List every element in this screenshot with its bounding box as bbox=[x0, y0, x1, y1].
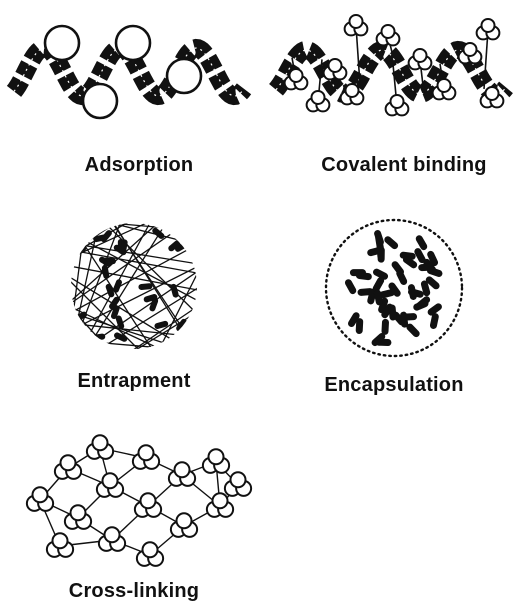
enzyme-subunit bbox=[329, 59, 342, 72]
enzyme-subunit bbox=[143, 542, 158, 557]
enzyme-subunit bbox=[71, 505, 86, 520]
enzyme-subunit bbox=[105, 527, 120, 542]
enzyme-subunit bbox=[482, 19, 495, 32]
enzyme-subunit bbox=[177, 513, 192, 528]
cross-linked-enzyme bbox=[207, 493, 233, 517]
encapsulated-enzyme bbox=[356, 318, 364, 334]
enzyme-subunit bbox=[464, 43, 477, 56]
encapsulation-label: Encapsulation bbox=[324, 374, 463, 397]
enzyme-subunit bbox=[209, 449, 224, 464]
adsorbed-enzyme bbox=[116, 26, 150, 60]
polymer-fiber bbox=[100, 201, 196, 353]
entrapped-enzyme bbox=[90, 341, 105, 351]
encapsulated-enzyme bbox=[381, 319, 389, 335]
bound-enzyme bbox=[477, 19, 500, 39]
cross-linked-enzyme bbox=[27, 487, 53, 511]
entrapment-label: Entrapment bbox=[77, 370, 190, 393]
encapsulation-diagram bbox=[326, 220, 462, 356]
covalent-binding-diagram bbox=[276, 15, 506, 115]
enzyme-subunit bbox=[33, 487, 48, 502]
enzyme-subunit bbox=[438, 79, 451, 92]
bound-enzyme bbox=[345, 15, 368, 35]
cross-linked-enzyme bbox=[203, 449, 229, 473]
entrapped-enzyme bbox=[70, 341, 81, 356]
bound-enzyme bbox=[377, 25, 400, 45]
enzyme-subunit bbox=[231, 472, 246, 487]
encapsulated-enzyme bbox=[350, 269, 366, 276]
enzyme-subunit bbox=[290, 69, 303, 82]
polymer-fiber bbox=[50, 218, 229, 234]
entrapped-enzyme bbox=[138, 283, 152, 290]
cross-linked-enzyme bbox=[55, 455, 81, 479]
adsorbed-enzyme bbox=[83, 84, 117, 118]
cross-linking-label: Cross-linking bbox=[69, 580, 199, 603]
cross-linked-enzyme bbox=[87, 435, 113, 459]
enzyme-subunit bbox=[53, 533, 68, 548]
bound-enzyme bbox=[409, 49, 432, 69]
encapsulated-enzyme bbox=[376, 244, 384, 260]
bound-enzyme bbox=[307, 91, 330, 111]
polymer-matrix bbox=[24, 184, 239, 394]
enzyme-subunit bbox=[312, 91, 325, 104]
polymer-fiber bbox=[62, 229, 221, 313]
cross-linked-enzyme bbox=[133, 445, 159, 469]
bound-enzyme bbox=[433, 79, 456, 99]
entrapped-enzyme bbox=[77, 237, 87, 252]
polymer-fiber bbox=[81, 206, 177, 359]
entrapment-diagram bbox=[24, 184, 239, 394]
polymer-fiber bbox=[30, 201, 194, 276]
enzyme-subunit bbox=[139, 445, 154, 460]
enzyme-subunit bbox=[382, 25, 395, 38]
adsorbed-enzyme bbox=[167, 59, 201, 93]
enzyme-subunit bbox=[350, 15, 363, 28]
covalent-binding-label: Covalent binding bbox=[321, 154, 486, 177]
encapsulated-enzyme bbox=[388, 304, 396, 321]
enzyme-subunit bbox=[175, 462, 190, 477]
cross-linking-diagram bbox=[27, 435, 251, 566]
entrapped-enzyme bbox=[176, 334, 191, 343]
enzyme-subunit bbox=[414, 49, 427, 62]
encapsulated-enzyme bbox=[383, 235, 400, 251]
encapsulated-enzyme bbox=[395, 269, 408, 286]
entrapped-enzyme bbox=[71, 334, 81, 349]
encapsulated-enzyme bbox=[373, 229, 385, 246]
enzyme-subunit bbox=[61, 455, 76, 470]
enzyme-subunit bbox=[103, 473, 118, 488]
enzyme-subunit bbox=[391, 95, 404, 108]
enzyme-subunit bbox=[346, 84, 359, 97]
encapsulated-enzyme bbox=[344, 278, 358, 295]
polymer-fiber bbox=[40, 320, 219, 339]
polymer-fiber bbox=[66, 190, 89, 369]
enzyme-subunit bbox=[486, 87, 499, 100]
enzyme-subunit bbox=[141, 493, 156, 508]
cross-linked-enzyme bbox=[47, 533, 73, 557]
cross-linked-enzyme bbox=[97, 473, 123, 497]
entrapped-enzyme bbox=[154, 320, 169, 329]
bound-enzyme bbox=[386, 95, 409, 115]
cross-linked-enzyme bbox=[171, 513, 197, 537]
adsorption-label: Adsorption bbox=[85, 154, 194, 177]
adsorption-diagram bbox=[14, 26, 244, 118]
adsorbed-enzyme bbox=[45, 26, 79, 60]
cross-linked-enzyme bbox=[169, 462, 195, 486]
cross-linked-enzyme bbox=[137, 542, 163, 566]
enzyme-subunit bbox=[213, 493, 228, 508]
bound-enzyme bbox=[481, 87, 504, 107]
enzyme-subunit bbox=[93, 435, 108, 450]
